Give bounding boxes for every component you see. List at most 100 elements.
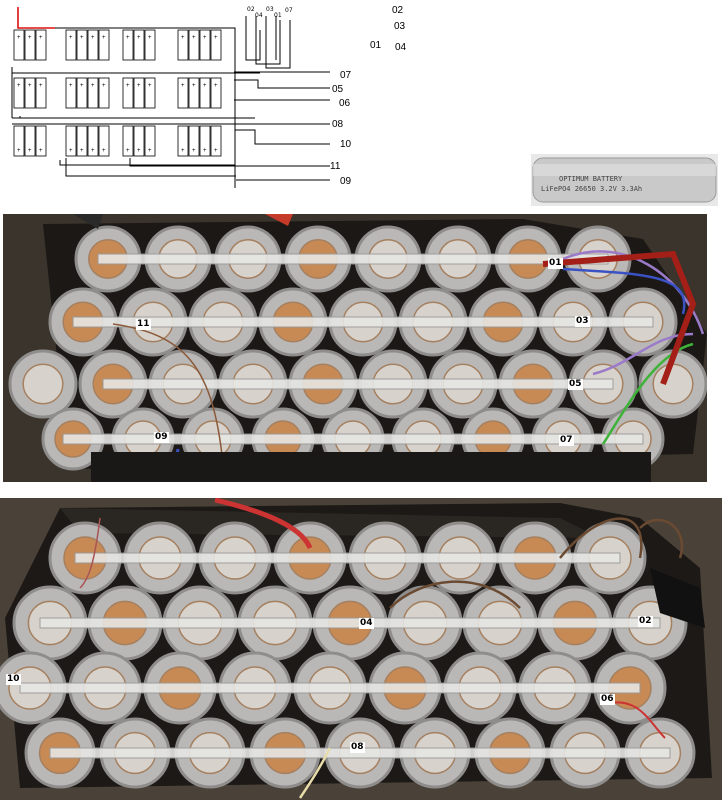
diagram-cell-polarity: + — [17, 83, 21, 89]
photo-tag-07: 07 — [559, 435, 574, 446]
pack-photo-bottom-drawing — [0, 498, 722, 800]
diagram-cell-polarity: + — [28, 83, 32, 89]
diagram-cell — [199, 77, 211, 109]
diagram-cell-polarity: + — [80, 35, 84, 41]
nickel-strap — [19, 682, 641, 694]
diagram-cell — [144, 125, 156, 157]
diagram-cell-polarity: + — [148, 83, 152, 89]
diagram-cell — [13, 29, 25, 61]
diagram-cell-groups: ++++++++++++++++++++++++++++++++++++++++… — [13, 29, 222, 157]
diagram-cell — [98, 125, 110, 157]
battery-cell-photo: OPTIMUM BATTERY LiFePO4 26650 3.2V 3.3Ah — [531, 154, 718, 206]
diagram-cell — [76, 77, 88, 109]
diagram-cell-polarity: + — [126, 83, 130, 89]
diagram-cell — [76, 29, 88, 61]
legend-label-01: 01 — [370, 40, 382, 51]
diagram-cell-polarity: + — [181, 148, 185, 154]
diagram-cell-polarity: + — [214, 83, 218, 89]
diagram-cell — [35, 125, 47, 157]
diagram-cell-polarity: + — [28, 148, 32, 154]
diagram-cell-polarity: + — [137, 83, 141, 89]
photo-tag-11: 11 — [136, 319, 151, 330]
diagram-cell — [35, 77, 47, 109]
photo-tag-02: 02 — [638, 616, 653, 627]
nickel-strap — [62, 433, 644, 445]
diagram-label-03: 03 — [266, 6, 274, 13]
diagram-cell-polarity: + — [102, 35, 106, 41]
diagram-cell-polarity: + — [137, 35, 141, 41]
wires-top — [112, 250, 705, 480]
diagram-cell-polarity: + — [69, 35, 73, 41]
diagram-cell-polarity: + — [214, 148, 218, 154]
diagram-cell — [87, 29, 99, 61]
nickel-strap — [74, 552, 621, 564]
diagram-cell-polarity: + — [39, 148, 43, 154]
diagram-cell — [144, 29, 156, 61]
diagram-cell — [24, 125, 36, 157]
diagram-bus-lines — [11, 7, 330, 188]
battery-cell-terminal — [22, 363, 64, 405]
diagram-cell — [133, 29, 145, 61]
diagram-side-label-07: 07 — [340, 70, 352, 81]
diagram-cell-polarity: + — [91, 148, 95, 154]
legend-label-04: 04 — [395, 42, 407, 53]
diagram-cell-polarity: + — [17, 35, 21, 41]
diagram-cell — [177, 125, 189, 157]
diagram-side-label-05: 05 — [332, 84, 344, 95]
diagram-cell — [87, 77, 99, 109]
diagram-cell — [210, 29, 222, 61]
diagram-side-label-08: 08 — [332, 119, 344, 130]
diagram-cell-polarity: + — [192, 83, 196, 89]
diagram-cell — [35, 29, 47, 61]
diagram-label-01: 01 — [274, 12, 282, 19]
diagram-legend: 02 03 01 04 — [370, 5, 407, 53]
diagram-cell-polarity: + — [137, 148, 141, 154]
diagram-cell — [177, 29, 189, 61]
diagram-side-labels: 07 05 06 08 10 11 09 — [330, 70, 352, 187]
diagram-cell — [188, 125, 200, 157]
battery-label-line2: LiFePO4 26650 3.2V 3.3Ah — [541, 185, 642, 193]
diagram-cell — [133, 125, 145, 157]
diagram-cell — [122, 125, 134, 157]
wires-bottom — [79, 498, 684, 799]
diagram-cell — [199, 125, 211, 157]
diagram-cell-polarity: + — [80, 148, 84, 154]
diagram-cell — [24, 29, 36, 61]
diagram-cell-polarity: + — [192, 148, 196, 154]
diagram-cell — [177, 77, 189, 109]
diagram-cell-polarity: + — [91, 35, 95, 41]
pack-photo-top-drawing — [3, 214, 707, 482]
photo-tag-08: 08 — [350, 742, 365, 753]
photo-tag-03: 03 — [575, 316, 590, 327]
battery-cell-terminal — [652, 363, 694, 405]
diagram-label-07: 07 — [285, 7, 293, 14]
photo-tag-06: 06 — [600, 694, 615, 705]
battery-pack-photo-bottom: 04 02 10 06 08 — [0, 498, 722, 800]
diagram-cell-polarity: + — [91, 83, 95, 89]
diagram-cell — [65, 29, 77, 61]
diagram-cell-polarity: + — [69, 83, 73, 89]
nickel-strap — [72, 316, 654, 328]
diagram-cell — [13, 77, 25, 109]
diagram-top-labels: 02 04 03 01 07 — [247, 6, 293, 19]
diagram-cell-polarity: + — [181, 35, 185, 41]
diagram-cell — [199, 29, 211, 61]
diagram-side-label-06: 06 — [339, 98, 351, 109]
photo-tag-09: 09 — [154, 432, 169, 443]
diagram-cell — [122, 29, 134, 61]
diagram-cell — [24, 77, 36, 109]
diagram-cell-polarity: + — [39, 83, 43, 89]
battery-label-line1: OPTIMUM BATTERY — [559, 175, 623, 183]
diagram-cell — [65, 125, 77, 157]
legend-label-02: 02 — [392, 5, 404, 16]
diagram-cell — [210, 125, 222, 157]
diagram-cell — [65, 77, 77, 109]
battery-pack-photo-top: 01 11 03 05 09 07 — [3, 214, 707, 482]
diagram-cell-polarity: + — [203, 83, 207, 89]
photo-tag-05: 05 — [568, 379, 583, 390]
diagram-cell-polarity: + — [126, 35, 130, 41]
photo-tag-04: 04 — [359, 618, 374, 629]
legend-label-03: 03 — [394, 21, 406, 32]
wiring-diagram: ++++++++++++++++++++++++++++++++++++++++… — [11, 5, 407, 188]
diagram-cell — [13, 125, 25, 157]
